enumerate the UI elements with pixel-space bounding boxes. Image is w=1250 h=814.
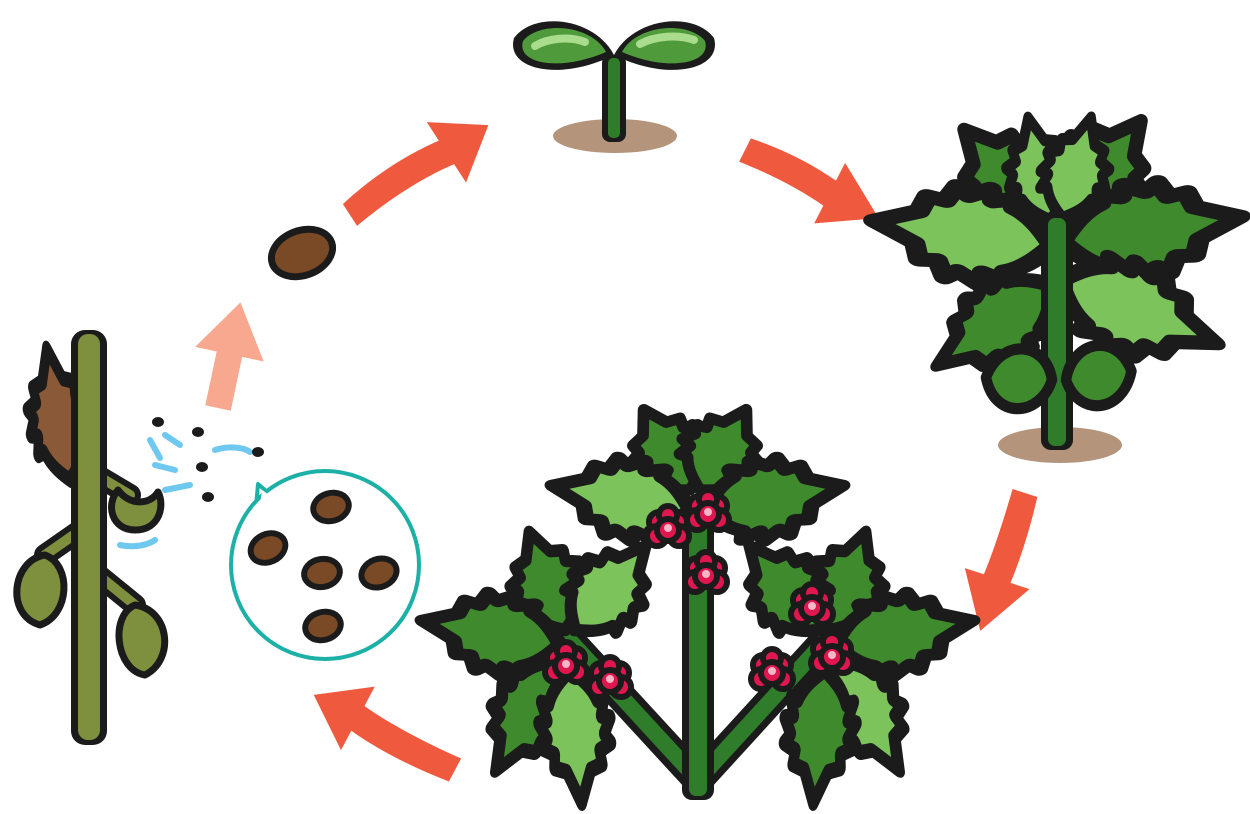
flowering-plant-icon (416, 389, 979, 806)
seeds-magnified-icon (231, 471, 419, 659)
arrow-seedpod-to-seed (184, 295, 275, 415)
arrow-seed-to-sprout (330, 95, 508, 245)
arrow-flowering-to-seedpod (297, 663, 472, 802)
sprout-icon (513, 21, 715, 153)
young-plant-icon (867, 92, 1246, 463)
arrow-sprout-to-young-plant (730, 120, 895, 249)
seed-icon (260, 217, 344, 290)
